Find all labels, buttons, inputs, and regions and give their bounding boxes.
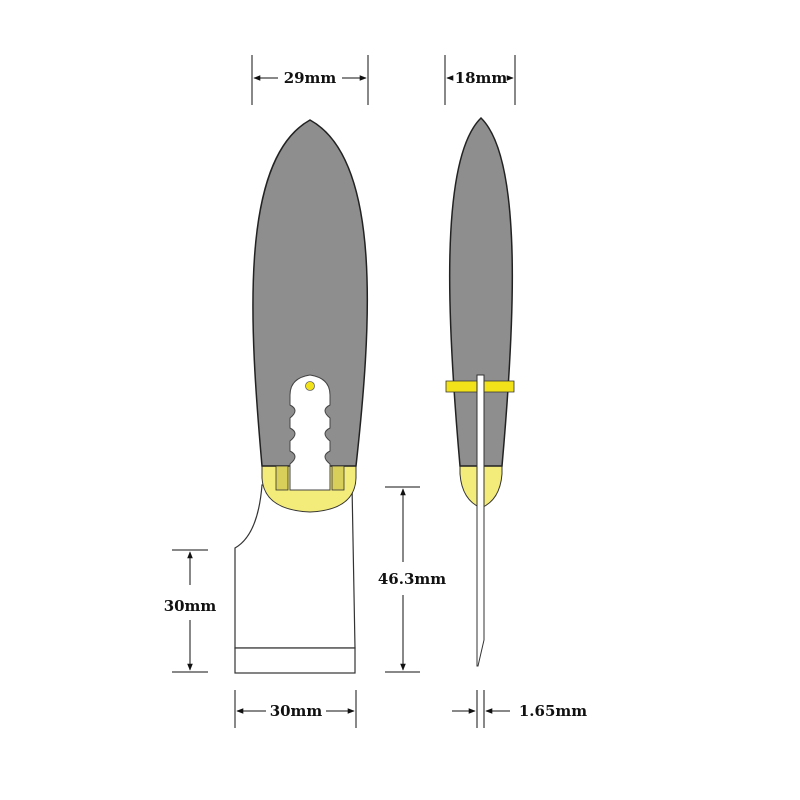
front-view bbox=[234, 119, 369, 674]
dimension-labels: 29mm 18mm 46.3mm 30mm 30mm 1.65mm bbox=[164, 69, 588, 720]
dim-blade-thickness: 1.65mm bbox=[519, 702, 587, 720]
tang-slot bbox=[289, 374, 331, 491]
tang-leg-left bbox=[275, 465, 289, 491]
side-blade bbox=[476, 374, 485, 667]
dim-handle-thickness: 18mm bbox=[455, 69, 508, 87]
front-handle bbox=[252, 119, 369, 467]
dim-blade-length: 46.3mm bbox=[378, 570, 446, 588]
dim-blade-height: 30mm bbox=[164, 597, 217, 615]
side-handle bbox=[448, 116, 514, 467]
dim-handle-width: 29mm bbox=[284, 69, 337, 87]
dimension-lines bbox=[172, 55, 516, 728]
blade-edge-band bbox=[234, 647, 356, 674]
rivet-dot bbox=[305, 381, 315, 391]
tang-leg-right bbox=[331, 465, 345, 491]
dim-blade-width: 30mm bbox=[270, 702, 323, 720]
side-view bbox=[445, 116, 515, 667]
